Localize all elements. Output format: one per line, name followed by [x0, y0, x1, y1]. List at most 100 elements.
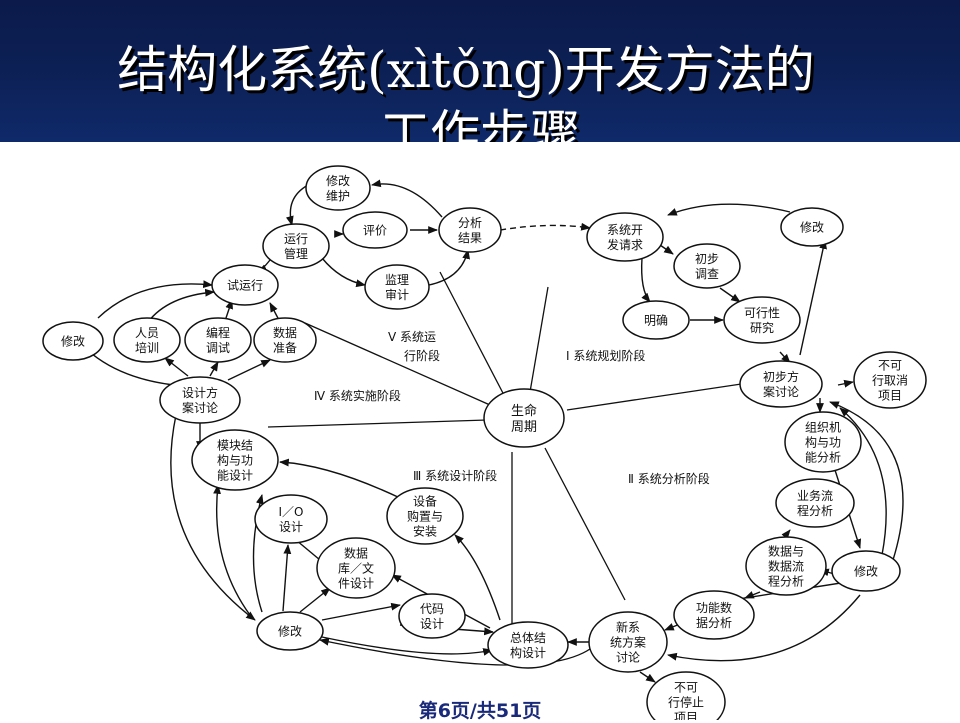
node-label-buke_tingzhi-line-1: 不可: [674, 681, 698, 695]
node-label-mokuai-line-3: 能设计: [217, 469, 253, 483]
node-初步方案讨论: [739, 360, 823, 408]
node-label-buke_quxiao-line-2: 行取消: [872, 374, 908, 388]
node-label-zongti-line-2: 构设计: [510, 645, 546, 660]
node-label-xiugai_right-line-1: 修改: [854, 564, 878, 579]
node-label-daima-line-2: 设计: [420, 617, 444, 631]
node-label-daima-line-1: 代码: [420, 602, 444, 616]
node-label-zuzhi-line-1: 组织机: [805, 421, 841, 435]
node-功能数据分析: [673, 590, 755, 640]
node-label-zuzhi-line-3: 能分析: [805, 451, 841, 465]
node-运行管理: [262, 223, 330, 269]
node-label-zongti-line-1: 总体结: [510, 631, 546, 645]
center-label-line-1: 生命: [511, 403, 537, 419]
node-label-shuju_liucheng-line-3: 程分析: [768, 574, 804, 589]
node-label-buke_quxiao-line-1: 不可: [878, 359, 902, 373]
node-label-fenxi_jieguo-line-1: 分析: [458, 216, 482, 230]
node-label-xiugai_weihu-line-1: 修改: [326, 173, 350, 188]
node-label-yewu-line-1: 业务流: [797, 488, 833, 503]
node-label-xiugai_bottom-line-1: 修改: [278, 624, 302, 639]
stage-2-label: Ⅱ 系统分析阶段: [628, 471, 710, 486]
node-label-buke_tingzhi-line-3: 项目: [674, 711, 698, 721]
node-label-io_sheji-line-2: 设计: [279, 520, 303, 534]
slide-title-line-2: 工作步骤: [380, 105, 580, 142]
node-label-shuju_liucheng-line-1: 数据与: [768, 544, 804, 559]
stage-1-label: Ⅰ 系统规划阶段: [566, 348, 645, 363]
node-label-gongneng-line-2: 据分析: [696, 616, 732, 630]
node-分析结果: [438, 207, 502, 253]
node-评价: [342, 211, 408, 249]
node-label-fenxi_jieguo-line-2: 结果: [458, 231, 482, 245]
node-label-buke_tingzhi-line-2: 行停止: [668, 695, 704, 710]
node-IO设计: [254, 494, 328, 544]
node-label-shujuku-line-2: 库／文: [338, 561, 374, 576]
stage-4-label: Ⅳ 系统实施阶段: [314, 388, 401, 403]
node-试运行: [211, 264, 279, 306]
node-labels: 修改维护评价分析结果运行管理监理审计试运行修改人员培训编程调试数据准备设计方案讨…: [61, 173, 908, 720]
node-label-biancheng_tiaoshi-line-1: 编程: [206, 325, 230, 340]
node-修改-bottom: [256, 611, 324, 651]
node-label-shebei-line-3: 安装: [413, 524, 437, 539]
node-label-yewu-line-2: 程分析: [797, 503, 833, 518]
node-业务流程分析: [775, 478, 855, 528]
node-label-yunxing_guanli-line-2: 管理: [284, 246, 308, 261]
node-label-mingque-line-1: 明确: [644, 314, 668, 328]
node-数据库文件设计: [316, 537, 396, 599]
stage-divider-lines: [267, 271, 749, 625]
node-总体结构设计: [487, 621, 569, 669]
node-修改维护: [305, 165, 371, 211]
node-label-jiankong_shenji-line-2: 审计: [385, 287, 409, 302]
node-label-gongneng-line-1: 功能数: [696, 600, 732, 615]
node-label-sheji_fangan-line-2: 案讨论: [182, 400, 218, 415]
node-label-shuju_zhunbei-line-1: 数据: [273, 325, 297, 340]
node-label-biancheng_tiaoshi-line-2: 调试: [206, 340, 230, 355]
node-系统开发请求: [586, 212, 664, 262]
node-label-mokuai-line-2: 构与功: [217, 453, 253, 468]
node-label-shebei-line-2: 购置与: [407, 509, 443, 524]
node-label-chubu_taolun-line-1: 初步方: [763, 369, 799, 384]
node-label-io_sheji-line-1: I／O: [279, 505, 304, 519]
node-模块结构与功能设计: [191, 429, 279, 491]
node-label-mokuai-line-1: 模块结: [217, 439, 253, 453]
node-label-buke_quxiao-line-3: 项目: [878, 389, 902, 403]
node-label-kexing-line-1: 可行性: [744, 306, 780, 320]
node-人员培训: [113, 317, 181, 363]
node-label-chubu_diaocha-line-2: 调查: [695, 267, 719, 281]
flow-arrows: [81, 179, 904, 683]
lifecycle-diagram: 修改维护评价分析结果运行管理监理审计试运行修改人员培训编程调试数据准备设计方案讨…: [42, 165, 927, 720]
process-nodes: [42, 165, 927, 720]
node-label-yunxing_guanli-line-1: 运行: [284, 232, 308, 246]
node-label-shuju_liucheng-line-2: 数据流: [768, 559, 804, 574]
node-label-xiugai_topright-line-1: 修改: [800, 220, 824, 235]
node-生命周期: [483, 388, 565, 448]
node-label-kexing-line-2: 研究: [750, 320, 774, 335]
node-label-shujuku-line-1: 数据: [344, 546, 368, 561]
stage-5-label-b: 行阶段: [404, 348, 440, 363]
node-数据准备: [253, 317, 317, 363]
node-可行性研究: [723, 296, 801, 344]
node-label-kaifa_qingqiu-line-1: 系统开: [607, 223, 643, 237]
node-label-xinxitong-line-3: 讨论: [616, 651, 640, 665]
center-label-line-2: 周期: [511, 420, 537, 435]
node-编程调试: [184, 317, 252, 363]
node-label-shebei-line-1: 设备: [413, 495, 437, 509]
node-label-zuzhi-line-2: 构与功: [805, 435, 841, 450]
node-设计方案讨论: [159, 376, 241, 424]
node-数据与数据流程分析: [745, 536, 827, 596]
page-counter: 第6页/共51页: [418, 700, 542, 722]
node-组织机构与功能分析: [784, 411, 862, 473]
node-label-kaifa_qingqiu-line-2: 发请求: [607, 237, 643, 252]
stage-5-label-a: Ⅴ 系统运: [388, 330, 436, 344]
node-label-renyuan_peixun-line-1: 人员: [135, 326, 159, 340]
node-不可行停止项目: [646, 671, 726, 720]
stage-labels: Ⅰ 系统规划阶段 Ⅱ 系统分析阶段 Ⅲ 系统设计阶段 Ⅳ 系统实施阶段 Ⅴ 系统…: [314, 330, 710, 486]
slide-title-line-1: 结构化系统(xìtǒng)开发方法的: [117, 41, 815, 99]
node-初步调查: [673, 243, 741, 289]
node-label-renyuan_peixun-line-2: 培训: [135, 340, 159, 355]
node-不可行取消项目: [853, 351, 927, 409]
node-label-xinxitong-line-1: 新系: [616, 620, 640, 635]
node-设备购置与安装: [386, 487, 464, 545]
node-label-jiankong_shenji-line-1: 监理: [385, 273, 409, 287]
node-修改-left: [42, 321, 104, 361]
node-修改-right: [831, 550, 901, 592]
node-label-shiyunxing-line-1: 试运行: [227, 278, 263, 293]
